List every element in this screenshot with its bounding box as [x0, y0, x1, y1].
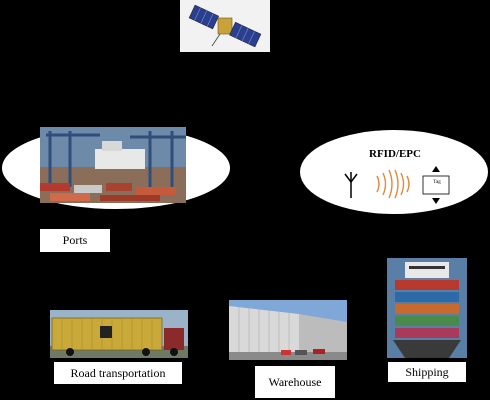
shipping-image: [387, 258, 467, 358]
rfid-signal-icon: [344, 166, 450, 204]
port-cranes-icon: [40, 127, 186, 203]
satellite-image: [180, 0, 270, 52]
warehouse-icon: [229, 300, 347, 360]
container-ship-icon: [387, 258, 467, 358]
ports-label: Ports: [40, 229, 110, 252]
ports-image: [40, 127, 186, 203]
rfid-title: RFID/EPC: [369, 148, 421, 160]
rfid-tag-label: Tag: [433, 180, 441, 185]
warehouse-label: Warehouse: [255, 366, 335, 398]
road-image: [50, 310, 188, 358]
rfid-diagram: [337, 164, 453, 204]
satellite-icon: [180, 0, 270, 52]
shipping-label: Shipping: [388, 362, 466, 382]
road-label: Road transportation: [54, 362, 182, 384]
rfid-ellipse: [300, 130, 488, 214]
warehouse-image: [229, 300, 347, 360]
truck-icon: [50, 310, 188, 358]
